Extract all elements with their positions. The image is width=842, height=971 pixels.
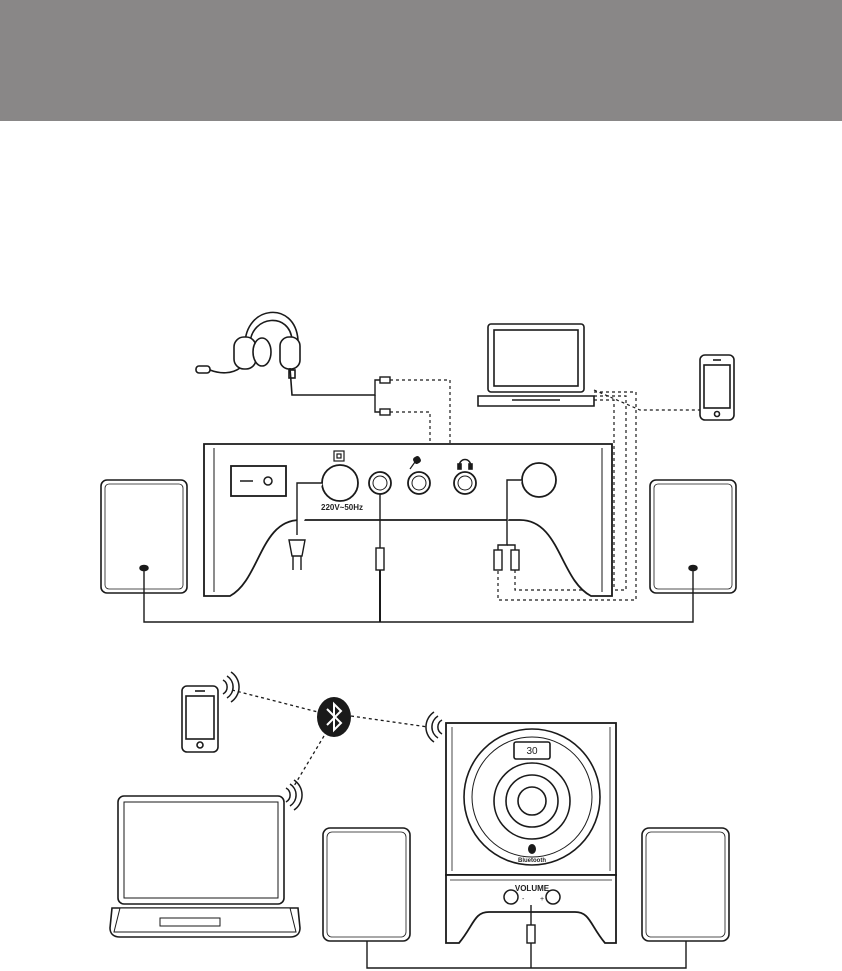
volume-knob[interactable] xyxy=(522,463,556,497)
phone-bottom-icon xyxy=(182,686,218,752)
voltage-label: 220V~50Hz xyxy=(321,503,363,512)
bluetooth-icon xyxy=(317,697,351,737)
brand-label: Bluetooth xyxy=(518,858,546,864)
volume-up-button[interactable] xyxy=(546,890,560,904)
subwoofer-bluetooth-icon xyxy=(528,844,536,854)
laptop-bottom-icon xyxy=(110,796,300,937)
phone-top-icon xyxy=(700,355,734,420)
volume-down-button[interactable] xyxy=(504,890,518,904)
microphone-jack[interactable] xyxy=(408,472,430,494)
headphone-jack[interactable] xyxy=(454,472,476,494)
headset-icon xyxy=(196,312,368,395)
left-speaker-bottom xyxy=(323,828,410,941)
right-speaker-bottom xyxy=(642,828,729,941)
power-knob[interactable] xyxy=(322,465,358,501)
aux-jack[interactable] xyxy=(369,472,391,494)
display-value: 30 xyxy=(526,746,538,757)
volume-label: VOLUME xyxy=(515,884,550,893)
volume-plus-label: + xyxy=(540,896,544,903)
laptop-top-icon xyxy=(478,324,594,406)
